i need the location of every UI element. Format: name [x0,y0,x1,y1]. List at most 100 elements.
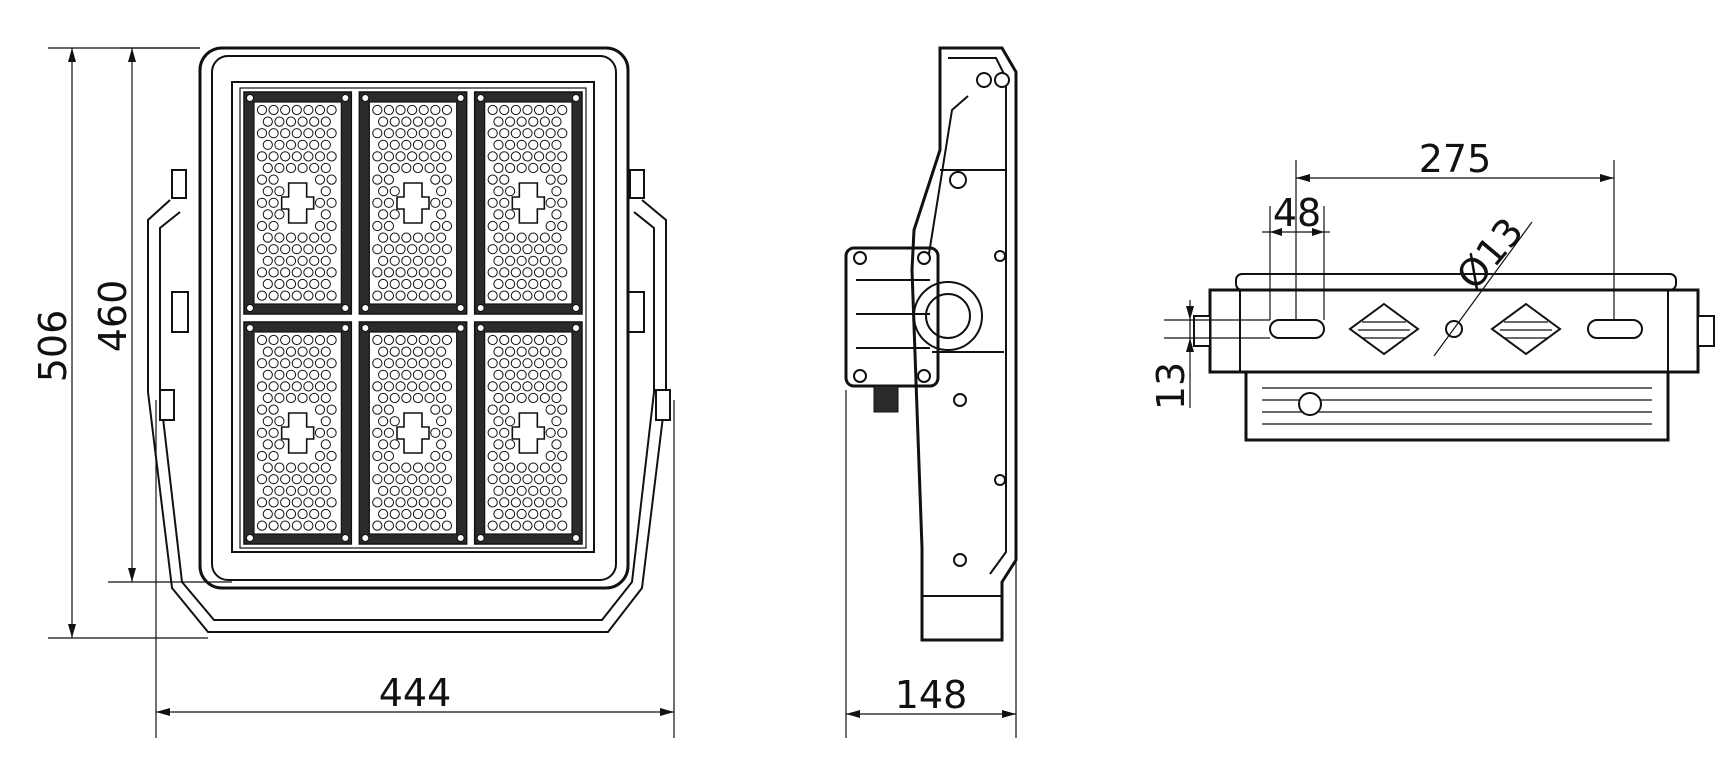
led-lens [303,244,314,255]
led-lens [280,104,291,116]
led-lens [303,358,314,369]
led-lens [533,267,545,278]
led-lens [522,244,533,255]
led-lens [441,404,453,415]
module-screw [456,304,465,312]
module-screw [456,94,465,102]
keyhole-mount [280,412,315,454]
module-screw [361,94,370,102]
led-lens [441,151,453,162]
led-lens [441,381,453,392]
led-lens [309,139,320,150]
led-lens [412,485,424,496]
led-lens [274,139,285,150]
led-lens [297,116,308,127]
led-lens [395,474,406,485]
led-lens [493,416,504,427]
led-lens [389,346,400,357]
led-lens [383,174,395,185]
led-lens [268,497,279,508]
led-lens [436,508,447,520]
led-lens [389,255,400,266]
led-lens [557,197,568,208]
bracket-knob [627,291,645,333]
led-lens [297,139,308,150]
led-lens [418,334,429,346]
led-lens [424,485,435,496]
led-lens [256,104,268,116]
front-dimensions: 506 460 444 [31,47,675,738]
led-lens [389,278,400,290]
led-lens [378,255,389,266]
led-lens [389,462,400,473]
led-lens [389,232,400,243]
led-lens [551,162,562,174]
led-lens [424,369,435,380]
led-lens [487,267,498,278]
led-lens [504,186,516,197]
led-lens [372,497,383,508]
led-lens [372,474,383,485]
led-lens [372,358,383,369]
led-lens [557,244,568,255]
led-lens [378,186,389,197]
led-lens [412,139,424,150]
module-screw [572,304,580,312]
led-lens [499,497,510,508]
led-lens [407,334,418,346]
led-lens [309,255,320,266]
led-lens [539,139,550,150]
module-screw [456,534,465,542]
led-lens [297,392,308,404]
led-lens [557,290,568,301]
led-lens [389,485,400,496]
led-lens [389,439,400,450]
led-lens [274,369,285,380]
led-lens [510,290,521,301]
led-lens [314,244,326,255]
led-lens [407,267,418,278]
led-lens [297,508,308,520]
led-lens [291,104,302,116]
led-lens [551,369,562,380]
led-lens [493,255,504,266]
led-lens [314,427,326,438]
led-lens [430,267,441,278]
led-lens [314,520,326,531]
led-lens [372,334,383,346]
led-lens [493,232,504,243]
led-lens [493,462,504,473]
led-lens [430,290,441,301]
led-lens [309,369,320,380]
led-lens [499,427,510,438]
led-lens [545,290,556,301]
module-screw [361,324,370,332]
led-lens [309,278,320,290]
led-lens [412,232,424,243]
led-lens [262,462,273,473]
led-lens [395,244,406,255]
led-lens [551,416,562,427]
led-lens [256,474,268,485]
led-lens [256,220,268,232]
led-lens [256,358,268,369]
led-lens [441,334,453,346]
led-lens [314,128,326,139]
led-lens [557,450,568,462]
led-lens [268,104,279,116]
led-lens [436,232,447,243]
bracket-bolt [171,169,187,199]
led-lens [372,244,383,255]
led-lens [274,186,285,197]
led-lens [441,497,453,508]
led-lens [314,197,326,208]
led-lens [522,358,533,369]
led-lens [430,151,441,162]
bracket-bolt [629,169,645,199]
led-lens [297,346,308,357]
mounting-plate [844,246,940,388]
module-screw [572,324,580,332]
keyhole-mount [511,182,546,224]
led-lens [510,381,521,392]
led-lens [430,381,441,392]
